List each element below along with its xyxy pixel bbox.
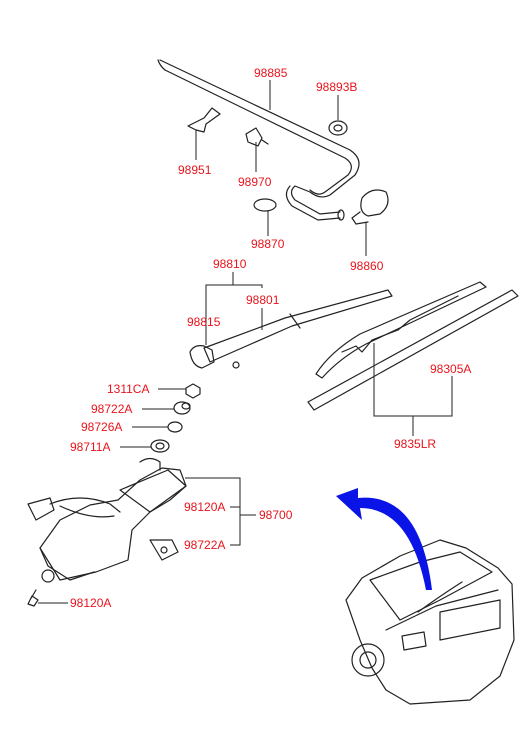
cap[interactable] — [253, 198, 277, 212]
label-98885: 98885 — [254, 66, 288, 80]
label-98700: 98700 — [259, 508, 293, 522]
washer-nozzle[interactable] — [351, 189, 389, 225]
label-98801: 98801 — [246, 293, 280, 307]
label-98722A-motor: 98722A — [184, 538, 225, 552]
label-98893B: 98893B — [316, 80, 357, 94]
label-98870: 98870 — [251, 237, 285, 251]
bushing-98726A[interactable] — [167, 421, 183, 433]
label-1311CA: 1311CA — [107, 382, 149, 396]
label-98860: 98860 — [350, 259, 384, 273]
leader-lines — [38, 80, 453, 604]
label-9835LR: 9835LR — [394, 437, 436, 451]
washer-hose[interactable] — [157, 59, 360, 221]
label-98120A-bolt: 98120A — [70, 596, 111, 610]
car-illustration — [345, 539, 515, 705]
label-98951: 98951 — [178, 163, 212, 177]
location-arrow — [336, 488, 432, 590]
label-98815: 98815 — [187, 315, 221, 329]
label-98726A: 98726A — [81, 420, 122, 434]
bolt[interactable] — [27, 589, 39, 607]
part-labels: 98885 98893B 98951 98970 98870 98860 988… — [70, 66, 471, 610]
label-98120A: 98120A — [184, 500, 225, 514]
label-98711A: 98711A — [70, 440, 110, 454]
wiper-motor[interactable] — [27, 457, 187, 583]
seal-98711A[interactable] — [150, 439, 170, 453]
hose-clip[interactable] — [187, 107, 221, 133]
label-98305A: 98305A — [430, 362, 471, 376]
label-98722A: 98722A — [91, 402, 132, 416]
label-98810: 98810 — [213, 257, 247, 271]
hose-bracket[interactable] — [245, 127, 269, 147]
wiper-blade[interactable] — [307, 281, 519, 411]
wiper-arm[interactable] — [189, 289, 393, 369]
grommet[interactable] — [328, 120, 348, 136]
cap-98722A[interactable] — [173, 401, 191, 415]
nut[interactable] — [185, 383, 201, 399]
label-98970: 98970 — [238, 175, 272, 189]
